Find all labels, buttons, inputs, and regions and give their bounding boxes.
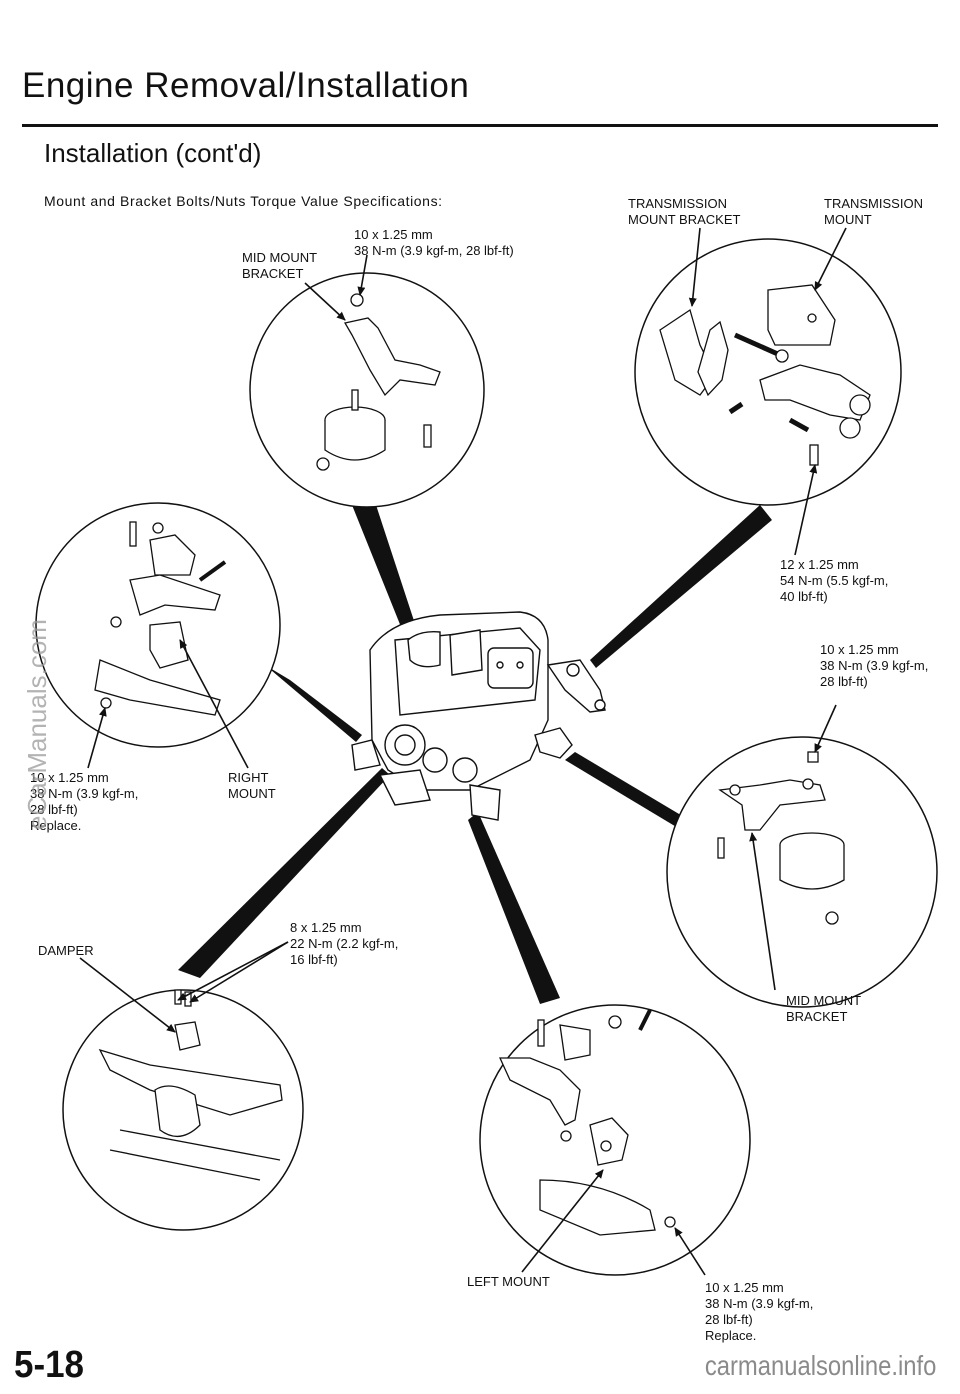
spec-damper-bolt: 8 x 1.25 mm 22 N-m (2.2 kgf-m, 16 lbf-ft… [290, 920, 398, 968]
label-line: MOUNT [824, 212, 872, 227]
spec-mid-mount-nut: 10 x 1.25 mm 38 N-m (3.9 kgf-m, 28 lbf-f… [820, 642, 928, 690]
leader-damper-bolt-2 [189, 941, 289, 1003]
detail-circle-mid-mount-top [249, 272, 485, 508]
title-divider [22, 124, 938, 127]
label-left-mount: LEFT MOUNT [467, 1274, 550, 1290]
label-right-mount: RIGHT MOUNT [228, 770, 276, 802]
watermark: eCarManuals.com [22, 619, 52, 830]
label-transmission-mount-bracket: TRANSMISSION MOUNT BRACKET [628, 196, 740, 228]
wedge-damper [178, 768, 390, 978]
label-line: MID MOUNT [242, 250, 318, 265]
label-line: MOUNT [228, 786, 276, 801]
label-line: RIGHT [228, 770, 269, 785]
leader-mid-mount-bracket-top [304, 282, 346, 321]
leader-lines [79, 227, 847, 1276]
spec-line: 40 lbf-ft) [780, 589, 828, 604]
label-line: MOUNT BRACKET [628, 212, 741, 227]
leader-right-mount [179, 639, 249, 769]
spec-line: 38 N-m (3.9 kgf-m, 28 lbf-ft) [354, 243, 514, 258]
spec-top-bolt: 10 x 1.25 mm 38 N-m (3.9 kgf-m, 28 lbf-f… [354, 227, 514, 259]
mid-mount-top-parts [316, 293, 441, 471]
spec-line: 54 N-m (5.5 kgf-m, [780, 573, 889, 588]
leader-transmission-bracket [688, 227, 701, 307]
spec-line: 22 N-m (2.2 kgf-m, [290, 936, 399, 951]
label-mid-mount-bracket-bottom: MID MOUNT BRACKET [786, 993, 861, 1025]
spec-line: 28 lbf-ft) [820, 674, 868, 689]
wedge-right [265, 665, 362, 742]
wedge-left [468, 812, 560, 1004]
page-number: 5-18 [14, 1344, 84, 1386]
leader-left-mount-nut [674, 1227, 706, 1276]
connector-wedges [178, 505, 772, 1004]
footer-site-link[interactable]: carmanualsonline.info [704, 1350, 936, 1381]
leader-top-bolt [357, 254, 368, 296]
label-line: TRANSMISSION [628, 196, 727, 211]
spec-line: 10 x 1.25 mm [705, 1280, 784, 1295]
spec-line: 10 x 1.25 mm [354, 227, 433, 242]
spec-line: 38 N-m (3.9 kgf-m, [30, 786, 139, 801]
leader-right-mount-nut [87, 707, 107, 769]
label-line: DAMPER [38, 943, 94, 958]
spec-heading: Mount and Bracket Bolts/Nuts Torque Valu… [44, 193, 443, 209]
label-line: MID MOUNT [786, 993, 862, 1008]
leader-damper [79, 957, 176, 1033]
spec-line: Replace. [705, 1328, 757, 1343]
leader-transmission-mount [814, 227, 847, 291]
label-transmission-mount: TRANSMISSION MOUNT [824, 196, 923, 228]
section-subtitle: Installation (cont'd) [44, 138, 262, 168]
spec-transmission-bolt: 12 x 1.25 mm 54 N-m (5.5 kgf-m, 40 lbf-f… [780, 557, 888, 605]
leader-damper-bolt-1 [177, 941, 289, 1001]
page-title: Engine Removal/Installation [22, 66, 470, 105]
wedge-transmission [590, 505, 772, 668]
label-line: BRACKET [786, 1009, 848, 1024]
mid-mount-bottom-parts [717, 751, 845, 925]
spec-line: 10 x 1.25 mm [30, 770, 109, 785]
label-line: TRANSMISSION [824, 196, 923, 211]
spec-right-mount-nut: 10 x 1.25 mm 38 N-m (3.9 kgf-m, 28 lbf-f… [30, 770, 138, 834]
spec-left-mount-nut: 10 x 1.25 mm 38 N-m (3.9 kgf-m, 28 lbf-f… [705, 1280, 813, 1344]
spec-line: 38 N-m (3.9 kgf-m, [820, 658, 929, 673]
spec-line: 10 x 1.25 mm [820, 642, 899, 657]
label-mid-mount-bracket-top: MID MOUNT BRACKET [242, 250, 317, 282]
spec-line: 12 x 1.25 mm [780, 557, 859, 572]
right-mount-parts [94, 521, 227, 716]
label-damper: DAMPER [38, 943, 94, 959]
damper-parts [98, 989, 283, 1181]
spec-line: 28 lbf-ft) [705, 1312, 753, 1327]
spec-line: 8 x 1.25 mm [290, 920, 362, 935]
label-line: BRACKET [242, 266, 304, 281]
left-mount-parts [498, 1009, 676, 1236]
spec-line: 16 lbf-ft) [290, 952, 338, 967]
spec-line: Replace. [30, 818, 82, 833]
spec-line: 38 N-m (3.9 kgf-m, [705, 1296, 814, 1311]
engine-assembly [351, 611, 606, 821]
label-line: LEFT MOUNT [467, 1274, 550, 1289]
spec-line: 28 lbf-ft) [30, 802, 78, 817]
leader-trans-bolt [794, 464, 818, 556]
transmission-mount-parts [659, 284, 871, 466]
leader-mid-mount-nut [814, 704, 837, 753]
leader-left-mount [521, 1169, 604, 1273]
leader-mid-mount-bracket-bottom [749, 832, 776, 991]
detail-circle-transmission [634, 238, 902, 506]
